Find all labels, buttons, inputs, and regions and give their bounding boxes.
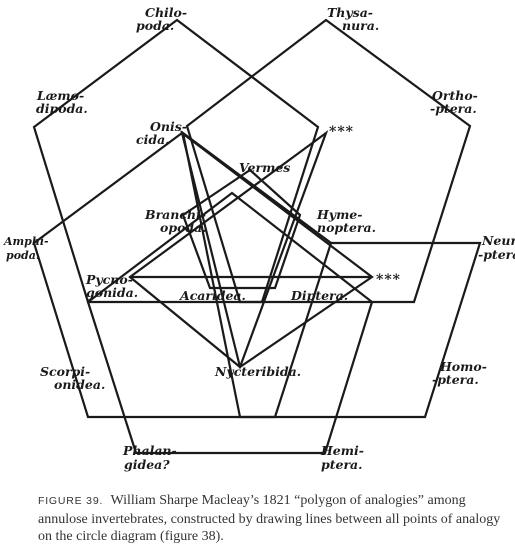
label-thysanura-2: nura. [342,18,379,33]
label-vermes: Vermes [239,160,290,175]
label-acaridea: Acaridea. [179,288,246,303]
pentagon-neuroptera [181,130,482,419]
stars-right: *** [376,272,401,288]
label-chilopoda-2: poda. [136,18,174,33]
pentagon-amphipoda [32,131,333,419]
label-orthoptera: Ortho- [432,88,478,103]
label-pycnogonida-2: gonida. [86,285,138,300]
label-neuroptera-2: -ptera. [478,247,515,262]
label-homoptera: Homo- [439,359,487,374]
label-diptera: Diptera. [290,288,348,303]
label-thysanura: Thysa- [327,5,373,20]
label-chilopoda: Chilo- [145,5,187,20]
label-orthoptera-2: -ptera. [430,101,477,116]
label-lamodipoda-2: dipoda. [36,101,88,116]
label-hemiptera-2: ptera. [321,457,363,472]
label-phalangidea: Phalan- [122,443,177,458]
label-nycteribida: Nycteribida. [214,364,301,379]
label-amphipoda: Amphi- [3,235,49,248]
label-branchiopoda-2: opoda. [160,220,207,235]
label-hymenoptera-2: noptera. [317,220,376,235]
label-oniscida: Onis- [150,119,187,134]
label-scorpionidea-2: onidea. [54,377,105,392]
label-neuroptera: Neuro- [481,233,515,248]
label-branchiopoda: Branchi- [144,207,206,222]
label-scorpionidea: Scorpi- [40,364,90,379]
label-pycnogonida: Pycno- [85,272,133,287]
label-oniscida-2: cida. [136,132,170,147]
triangle-pycnogonida [128,129,329,369]
pentagon-thysanura [185,18,472,304]
label-hymenoptera: Hyme- [316,207,362,222]
pentagon-phalangidea [86,191,374,455]
figure-caption: FIGURE 39. William Sharpe Macleay’s 1821… [38,492,508,546]
label-hemiptera: Hemi- [320,443,364,458]
label-homoptera-2: -ptera. [432,372,479,387]
label-amphipoda-2: poda. [6,249,40,262]
pentagon-chilopoda [32,18,320,304]
caption-text: William Sharpe Macleay’s 1821 “polygon o… [38,493,501,544]
stars-top: *** [329,124,354,140]
label-phalangidea-2: gidea? [124,457,170,472]
label-lamodipoda: Læmo- [36,88,84,103]
triangle-oniscida [180,130,374,369]
pentagon-vermes [181,168,302,290]
figure-number: FIGURE 39. [38,495,104,507]
